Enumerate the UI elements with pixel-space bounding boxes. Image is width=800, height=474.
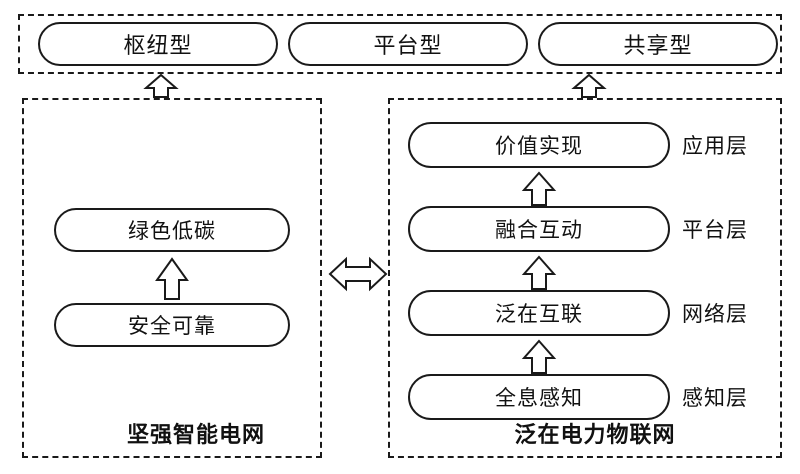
right-node-fusion-interaction-label: 融合互动	[495, 219, 583, 242]
top-dashed-container	[18, 14, 782, 74]
right-node-value-realization-label: 价值实现	[495, 135, 583, 158]
left-panel-caption: 坚强智能电网	[86, 418, 306, 448]
right-layer-label-platform: 平台层	[682, 206, 792, 252]
right-layer-label-platform-text: 平台层	[682, 219, 748, 242]
arrow-right-platform-to-application	[521, 171, 557, 206]
top-node-platform-label: 平台型	[373, 33, 443, 58]
right-layer-label-perception-text: 感知层	[682, 387, 748, 410]
arrow-right-network-to-platform	[521, 255, 557, 290]
left-node-green-low-carbon-label: 绿色低碳	[128, 220, 216, 243]
arrow-right-panel-to-top	[571, 73, 607, 98]
top-node-hub[interactable]: 枢纽型	[38, 22, 278, 66]
arrow-left-panel-internal	[155, 257, 189, 300]
arrow-right-perception-to-network	[521, 339, 557, 374]
left-node-green-low-carbon[interactable]: 绿色低碳	[54, 208, 290, 252]
right-layer-label-perception: 感知层	[682, 374, 792, 420]
right-panel-caption: 泛在电力物联网	[455, 418, 735, 448]
arrow-between-panels	[328, 256, 388, 292]
right-node-holographic-perception-label: 全息感知	[495, 387, 583, 410]
right-dashed-panel	[388, 98, 782, 458]
arrow-left-panel-to-top	[143, 73, 179, 98]
right-layer-label-network: 网络层	[682, 290, 792, 336]
left-panel-caption-text: 坚强智能电网	[126, 422, 265, 447]
right-layer-label-application-text: 应用层	[682, 135, 748, 158]
top-node-shared[interactable]: 共享型	[538, 22, 778, 66]
left-dashed-panel	[22, 98, 322, 458]
right-node-holographic-perception[interactable]: 全息感知	[408, 374, 670, 420]
right-layer-label-network-text: 网络层	[682, 303, 748, 326]
top-node-hub-label: 枢纽型	[123, 33, 193, 58]
top-node-platform[interactable]: 平台型	[288, 22, 528, 66]
right-panel-caption-text: 泛在电力物联网	[514, 422, 676, 447]
top-node-shared-label: 共享型	[623, 33, 693, 58]
right-node-ubiquitous-interconnection-label: 泛在互联	[495, 303, 583, 326]
left-node-safe-reliable-label: 安全可靠	[128, 315, 216, 338]
right-layer-label-application: 应用层	[682, 122, 792, 168]
right-node-ubiquitous-interconnection[interactable]: 泛在互联	[408, 290, 670, 336]
right-node-value-realization[interactable]: 价值实现	[408, 122, 670, 168]
left-node-safe-reliable[interactable]: 安全可靠	[54, 303, 290, 347]
right-node-fusion-interaction[interactable]: 融合互动	[408, 206, 670, 252]
